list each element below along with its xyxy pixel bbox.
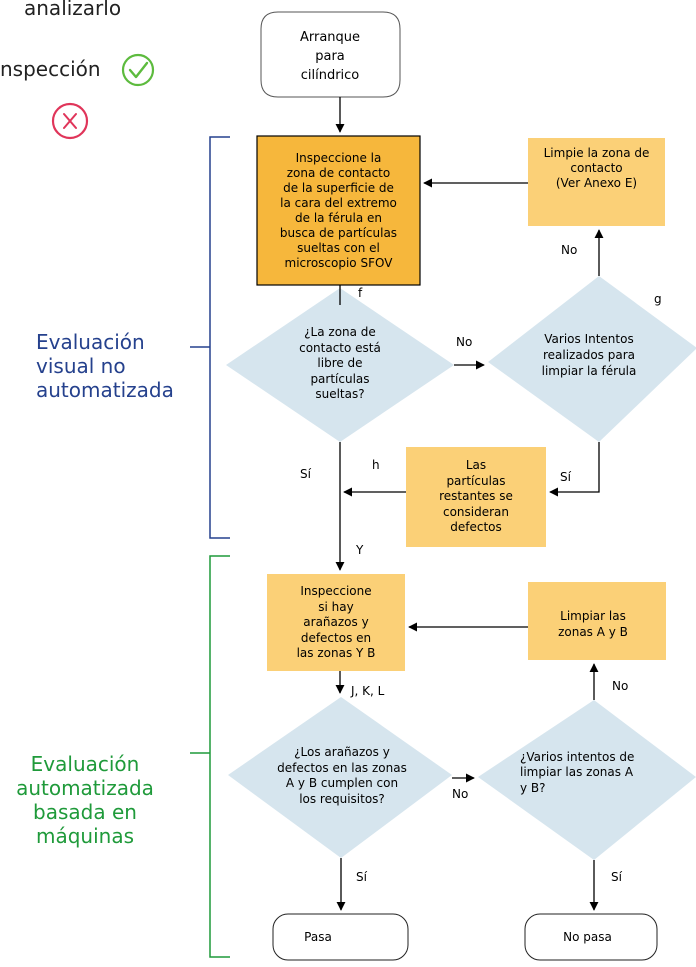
edge-label-si-2: Sí <box>560 470 571 484</box>
x-circle-icon <box>51 102 89 140</box>
decision-attempts-zones-label: ¿Varios intentos de limpiar las zonas A … <box>520 749 635 795</box>
edge-label-no-2: No <box>561 243 578 257</box>
decision-attempts-diamond <box>488 276 696 442</box>
automated-section-label: Evaluación automatizada basada en máquin… <box>16 752 154 848</box>
remaining-defects-box <box>406 447 546 547</box>
remaining-defects-label: Las partículas restantes se consideran d… <box>439 458 513 535</box>
decision-requirements-label: ¿Los arañazos y defectos en las zonas A … <box>277 745 407 806</box>
no-pass-terminal <box>524 913 658 961</box>
clean-contact-box <box>528 138 665 226</box>
decision-attempts-label: Varios Intentos realizados para limpiar … <box>541 332 637 378</box>
pass-label: Pasa <box>304 930 332 944</box>
edge-label-no-1: No <box>456 335 473 349</box>
clean-zones-label: Limpiar las zonas A y B <box>558 609 628 639</box>
connectors <box>335 97 604 911</box>
manual-section-bracket <box>190 136 230 539</box>
automated-section-bracket <box>190 555 230 958</box>
no-pass-label: No pasa <box>563 930 612 944</box>
clean-zones-box <box>528 582 666 660</box>
decision-requirements-diamond <box>228 697 452 858</box>
edge-label-h: h <box>372 458 380 472</box>
top-partial-text-1: analizarlo <box>24 0 122 20</box>
check-circle-icon <box>121 53 155 87</box>
decision-free-label: ¿La zona de contacto está libre de partí… <box>299 325 381 402</box>
inspect-scratches-box <box>267 574 405 671</box>
edge-label-jkl: J, K, L <box>351 684 385 698</box>
top-partial-text-2: nspección <box>0 57 101 81</box>
decision-free-diamond <box>226 288 454 442</box>
edge-label-g: g <box>654 292 662 306</box>
decision-attempts-zones-diamond <box>478 700 696 860</box>
edge-label-y: Y <box>356 543 364 557</box>
edge-label-si-3: Sí <box>356 870 367 884</box>
inspect-scratches-label: Inspeccione si hay arañazos y defectos e… <box>296 584 376 661</box>
edge-label-no-3: No <box>612 679 629 693</box>
start-terminal <box>260 11 401 98</box>
pass-terminal <box>272 913 409 961</box>
edge-label-si-4: Sí <box>611 870 622 884</box>
manual-section-label: Evaluación visual no automatizada <box>36 330 174 402</box>
start-label: Arranque para cilíndrico <box>299 29 361 83</box>
inspect-contact-box <box>256 135 421 286</box>
clean-contact-label: Limpie la zona de contacto (Ver Anexo E) <box>543 145 650 190</box>
edge-label-si-1: Sí <box>300 467 311 481</box>
inspect-contact-label: Inspeccione la zona de contacto de la su… <box>279 150 398 270</box>
edge-label-no-4: No <box>452 787 469 801</box>
edge-label-f: f <box>358 286 363 300</box>
